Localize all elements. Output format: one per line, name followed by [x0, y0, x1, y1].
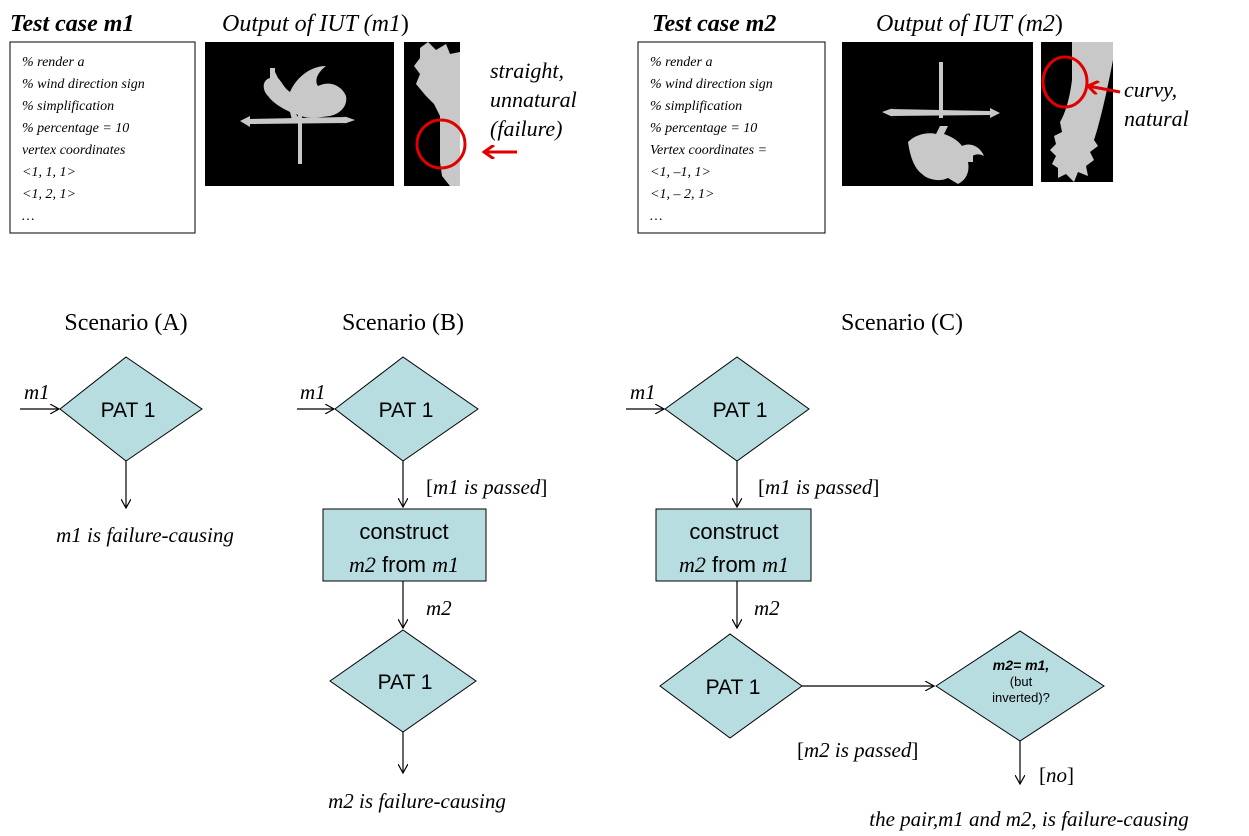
code-lines-m1: % render a % wind direction sign % simpl… [22, 55, 145, 224]
guard-label: [m2 is passed] [797, 738, 918, 762]
test-case-m2-panel: Test case m2 Output of IUT (m2) % render… [637, 11, 1189, 234]
code-line: % simplification [22, 99, 114, 114]
code-line: <1, – 2, 1> [650, 187, 714, 202]
guard-label: [m1 is passed] [426, 475, 547, 499]
pat-diamond [329, 629, 477, 733]
code-line: <1, 2, 1> [22, 187, 76, 202]
zoom-image-m1 [404, 42, 517, 186]
code-line: % render a [650, 55, 712, 70]
pat-label: PAT 1 [379, 399, 434, 422]
input-label-m1: m1 [300, 380, 326, 404]
scenario-c-title: Scenario (C) [841, 310, 963, 336]
test-case-m1-panel: Test case m1 Output of IUT (m1) % render… [9, 11, 577, 234]
code-box-m1 [9, 41, 196, 234]
check-label-line3: inverted)? [992, 690, 1050, 705]
code-line: % render a [22, 55, 84, 70]
code-line: … [22, 209, 34, 224]
code-line: vertex coordinates [22, 143, 126, 158]
check-label-line2: (but [1010, 674, 1033, 689]
note-line: (failure) [490, 116, 563, 141]
check-label-line1: m2= m1, [993, 657, 1049, 673]
code-lines-m2: % render a % wind direction sign % simpl… [650, 55, 773, 224]
scenario-b-title: Scenario (B) [342, 310, 464, 336]
pat-label: PAT 1 [378, 671, 433, 694]
render-image-m2 [842, 42, 1033, 186]
construct-box [655, 508, 812, 582]
pat-diamond [334, 356, 479, 462]
test-case-m1-title: Test case m1 [10, 11, 134, 37]
highlight-arrow-m2 [1088, 86, 1121, 92]
code-line: Vertex coordinates = [650, 143, 767, 158]
note-m1: straight, unnatural (failure) [490, 58, 577, 141]
note-line: curvy, [1124, 77, 1177, 102]
construct-label: construct [359, 519, 448, 544]
weathervane-silhouette-inverted [882, 62, 1000, 184]
guard-label: [m1 is passed] [758, 475, 879, 499]
code-line: <1, –1, 1> [650, 165, 711, 180]
weathervane-silhouette [240, 66, 355, 164]
construct-label: construct [689, 519, 778, 544]
code-line: % simplification [650, 99, 742, 114]
scenario-a: Scenario (A) m1 PAT 1 m1 is failure-caus… [20, 310, 234, 547]
test-case-m2-title: Test case m2 [652, 11, 776, 37]
edge-label-m2: m2 [754, 596, 780, 620]
edge-label-m2: m2 [426, 596, 452, 620]
check-diamond [935, 630, 1105, 742]
pat-diamond [59, 356, 203, 462]
pat-label: PAT 1 [101, 399, 156, 422]
result-label: m1 is failure-causing [56, 523, 234, 547]
note-line: natural [1124, 106, 1189, 131]
construct-detail: m2 from m1 [349, 552, 459, 577]
result-label: the pair,m1 and m2, is failure-causing [869, 807, 1188, 831]
output-m2-caption: Output of IUT (m2) [876, 11, 1063, 37]
highlight-circle-m1 [415, 118, 467, 170]
scenario-c: Scenario (C) m1 PAT 1 [m1 is passed] con… [626, 310, 1189, 831]
scenario-a-title: Scenario (A) [64, 310, 187, 336]
guard-label: [no] [1039, 763, 1074, 787]
note-line: straight, [490, 58, 564, 83]
construct-box [322, 508, 487, 582]
pat-label: PAT 1 [713, 399, 768, 422]
construct-detail: m2 from m1 [679, 552, 789, 577]
code-line: % percentage = 10 [650, 121, 757, 136]
code-line: <1, 1, 1> [22, 165, 76, 180]
code-line: % percentage = 10 [22, 121, 129, 136]
scenario-b: Scenario (B) m1 PAT 1 [m1 is passed] con… [297, 310, 547, 813]
code-box-m2 [637, 41, 826, 234]
input-label-m1: m1 [630, 380, 656, 404]
note-m2: curvy, natural [1124, 77, 1189, 131]
result-label: m2 is failure-causing [328, 789, 506, 813]
code-line: % wind direction sign [22, 77, 145, 92]
code-line: % wind direction sign [650, 77, 773, 92]
render-image-m1 [205, 42, 394, 186]
note-line: unnatural [490, 87, 577, 112]
output-m1-caption: Output of IUT (m1) [222, 11, 409, 37]
code-line: … [650, 209, 662, 224]
pat-label: PAT 1 [706, 676, 761, 699]
zoom-image-m2 [1041, 42, 1121, 182]
input-label-m1: m1 [24, 380, 50, 404]
pat-diamond [664, 356, 810, 462]
